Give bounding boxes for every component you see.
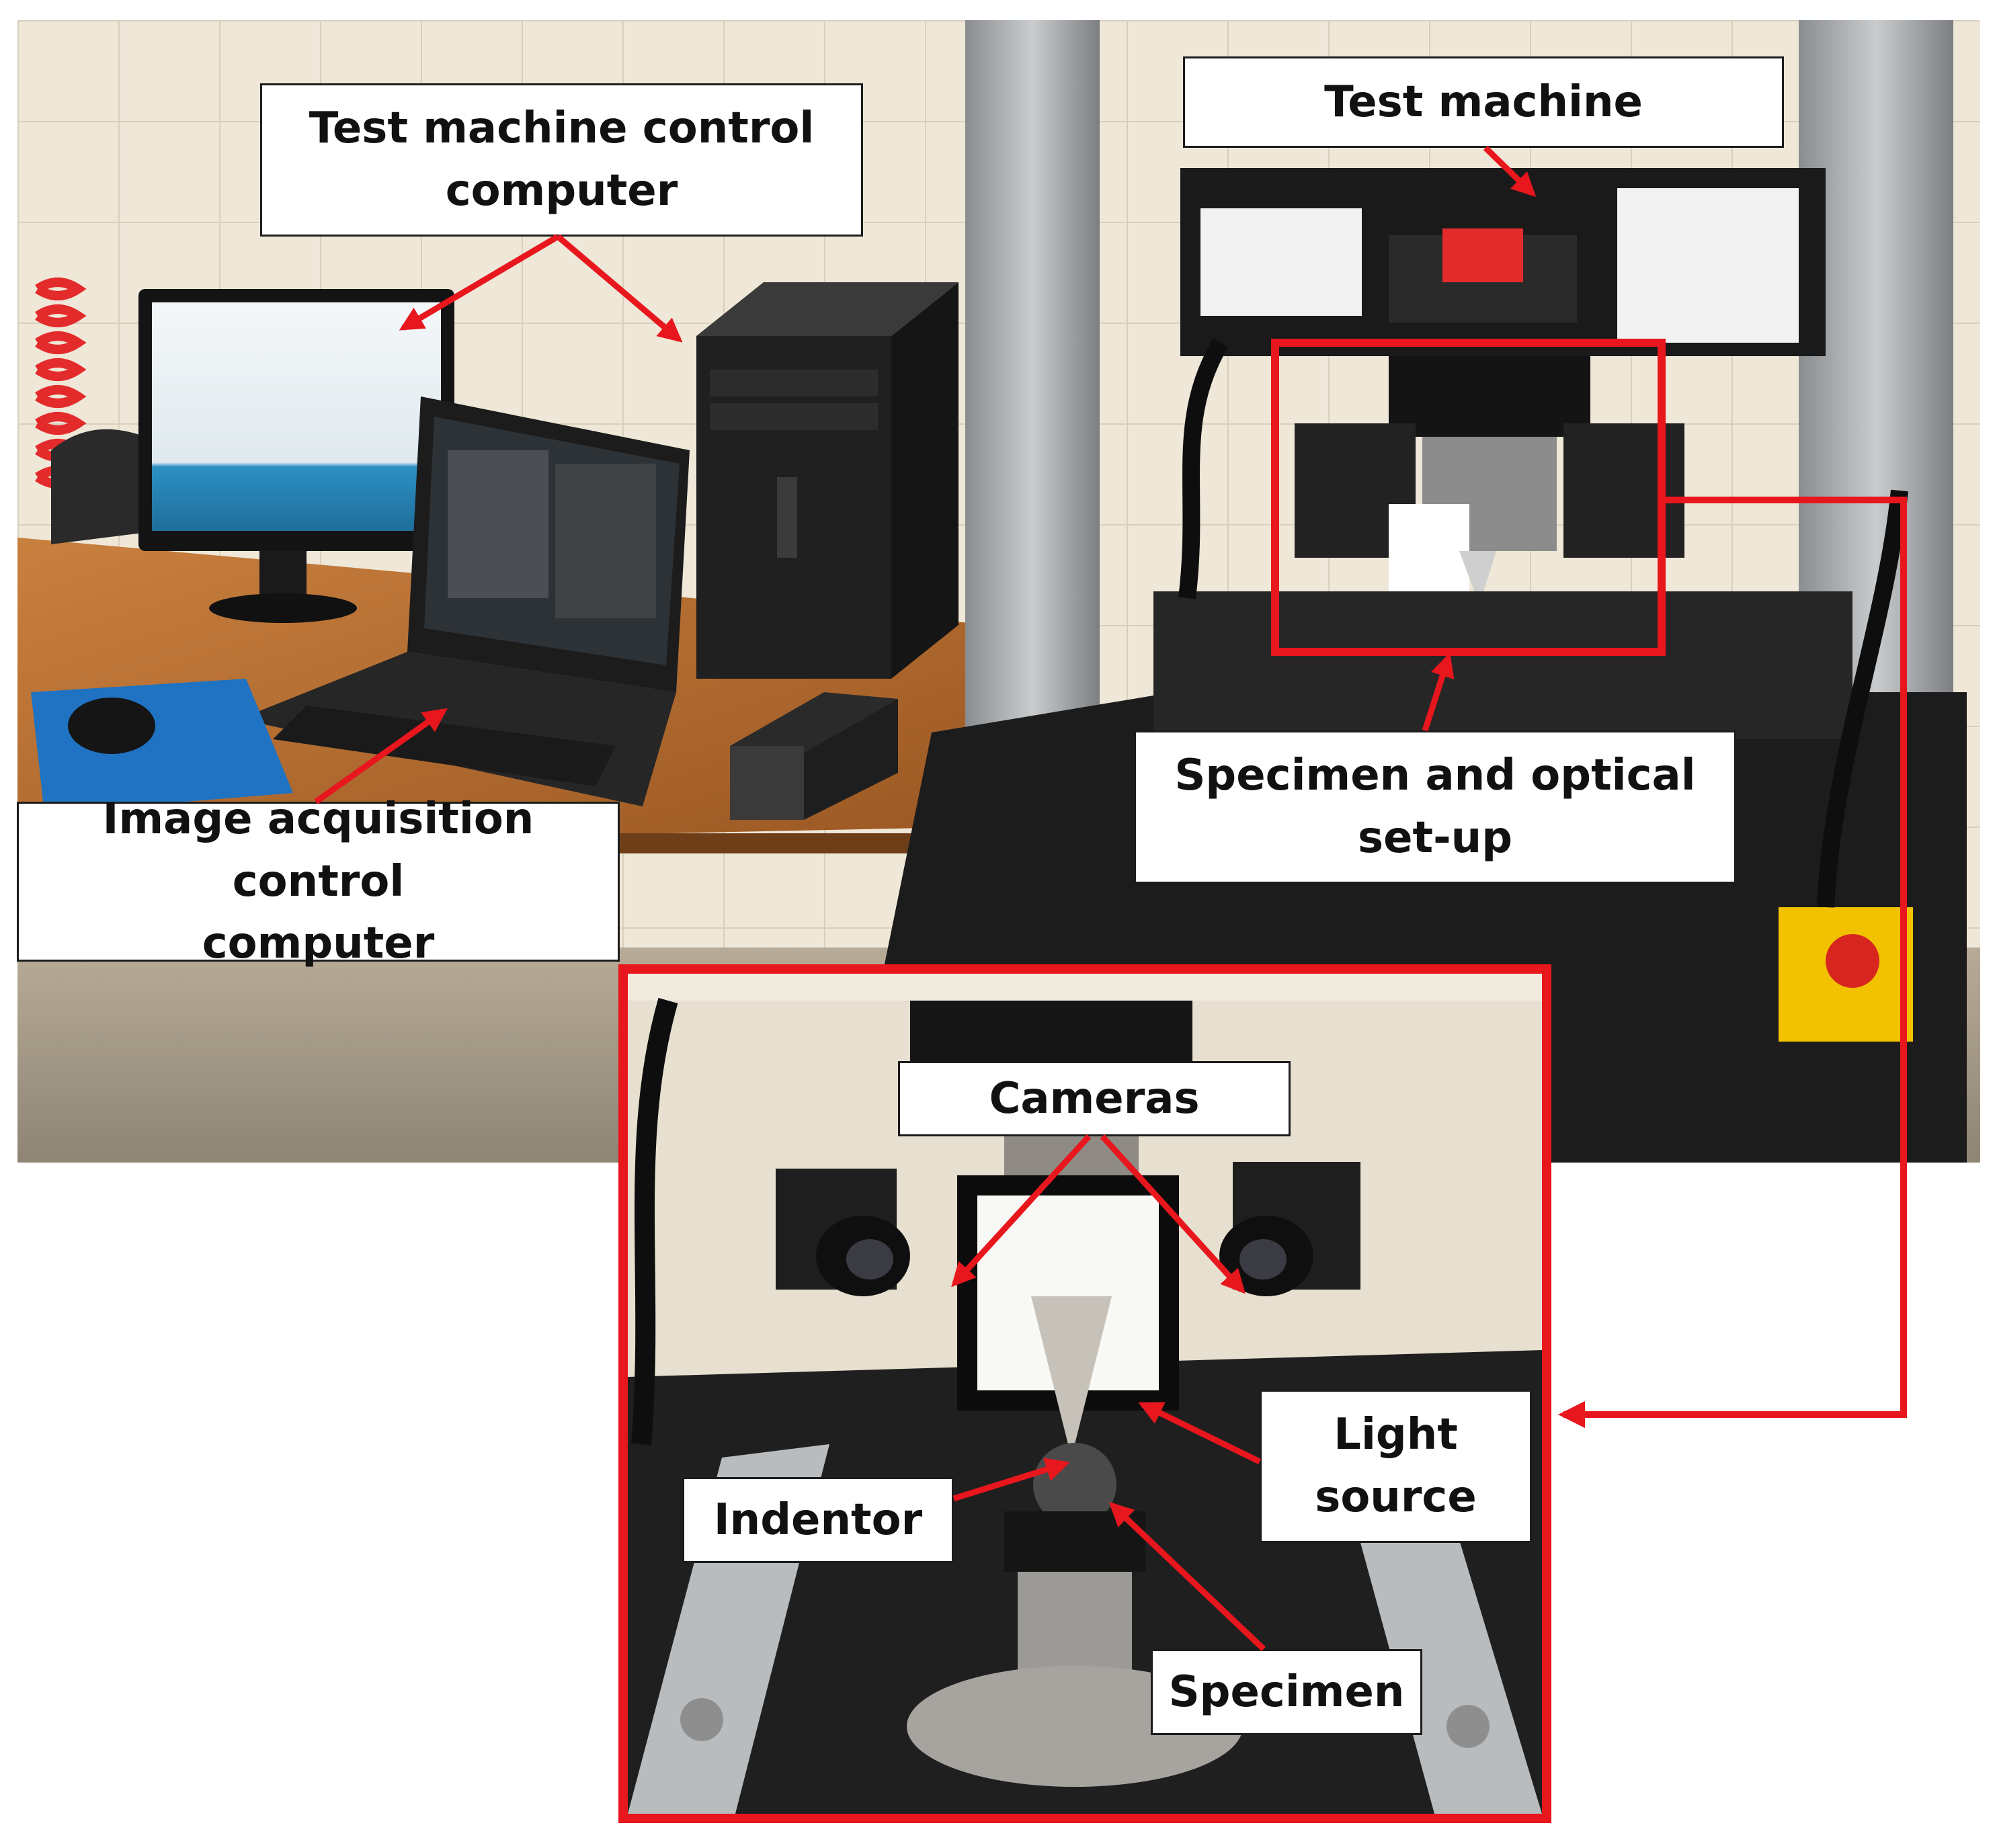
- mouse: [68, 698, 155, 754]
- label-indentor: Indentor: [682, 1477, 954, 1563]
- label-image-acquisition-control-computer: Image acquisition control computer: [17, 794, 620, 968]
- camera-left: [776, 1169, 910, 1296]
- monitor: [138, 289, 454, 623]
- indentor-tip: [1031, 1296, 1112, 1458]
- label-test-machine: Test machine: [1183, 56, 1784, 148]
- desk-phone: [51, 429, 159, 544]
- label-cameras: Cameras: [898, 1061, 1291, 1136]
- label-light-source: Light source: [1260, 1390, 1532, 1543]
- label-specimen-and-optical-setup: Specimen and optical set-up: [1134, 730, 1736, 884]
- machine-crosshead: [1180, 168, 1826, 356]
- label-specimen: Specimen: [1151, 1649, 1422, 1735]
- pc-tower: [696, 282, 959, 679]
- inset-coiled-cable: [631, 997, 678, 1445]
- camera-right: [1219, 1162, 1360, 1296]
- daq-box: [730, 692, 898, 820]
- label-test-machine-control-computer: Test machine control computer: [260, 83, 863, 237]
